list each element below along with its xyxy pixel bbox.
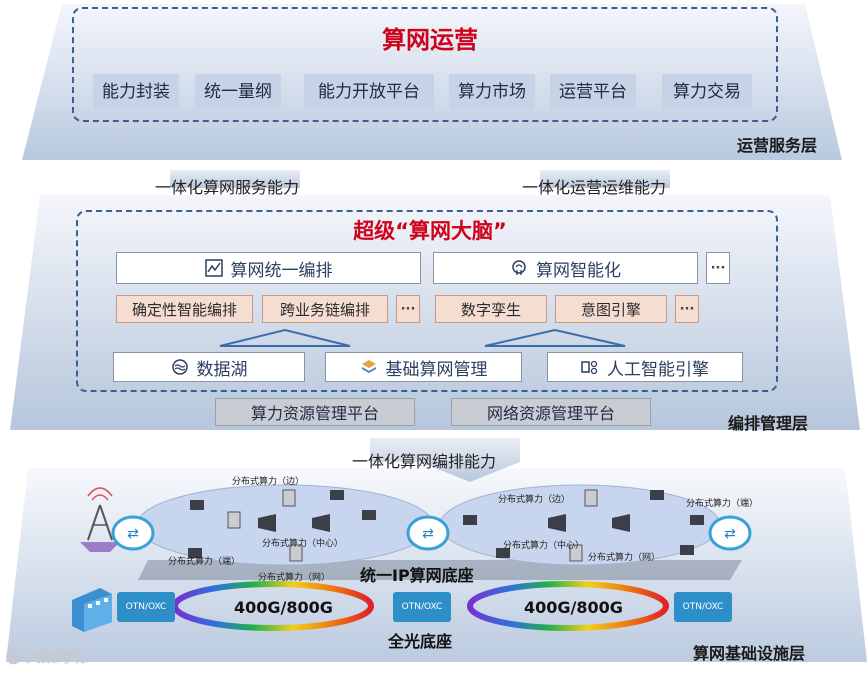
- label-edge-left: 分布式算力（边）: [232, 477, 305, 487]
- more-box-right: ···: [675, 295, 699, 323]
- svg-text:⇄: ⇄: [724, 526, 736, 542]
- brain-icon: [512, 260, 526, 275]
- intent-engine: 意图引擎: [555, 295, 667, 323]
- ops-item-ops-platform: 运营平台: [550, 74, 636, 110]
- brain-layer-label: 编排管理层: [728, 414, 809, 433]
- ops-title: 算网运营: [382, 26, 478, 54]
- infra-layer-label: 算网基础设施层: [693, 644, 806, 663]
- basic-management-label: 基础算网管理: [385, 359, 488, 380]
- otn-node-right: OTN/OXC: [674, 592, 732, 622]
- orchestration-label: 算网统一编排: [230, 260, 333, 281]
- ai-engine-label: 人工智能引擎: [607, 359, 709, 380]
- digital-twin: 数字孪生: [435, 295, 547, 323]
- ops-item-compute-market: 算力市场: [449, 74, 535, 110]
- chart-icon: [204, 259, 223, 277]
- otn-node-left: OTN/OXC: [117, 592, 175, 622]
- data-lake-icon: [171, 359, 188, 375]
- otn-node-center: OTN/OXC: [393, 592, 451, 622]
- label-edge-right: 分布式算力（边）: [498, 495, 571, 505]
- connector-arrow-right: [540, 170, 670, 188]
- orchestration-box: 算网统一编排: [116, 252, 421, 284]
- optical-base-label: 全光底座: [388, 632, 453, 651]
- router-icon-center: ⇄: [406, 515, 450, 551]
- label-net-right: 分布式算力（网）: [588, 553, 661, 563]
- more-box-left: ···: [396, 295, 420, 323]
- connector-arrow-mid: [370, 438, 520, 482]
- optical-ring-right: [467, 581, 669, 631]
- label-center-left: 分布式算力（中心）: [262, 539, 344, 549]
- ops-frame: [72, 7, 778, 122]
- ops-item-capability-packaging: 能力封装: [93, 74, 179, 110]
- label-end-right: 分布式算力（端）: [686, 499, 759, 509]
- antenna-tower-icon: [80, 487, 120, 552]
- intelligence-label: 算网智能化: [536, 260, 621, 281]
- ring-label-left: 400G/800G: [234, 598, 333, 617]
- cross-business-orchestration: 跨业务链编排: [262, 295, 388, 323]
- ops-item-unified-metric: 统一量纲: [195, 74, 281, 110]
- svg-text:⇄: ⇄: [422, 526, 434, 542]
- deterministic-orchestration: 确定性智能编排: [116, 295, 253, 323]
- label-end-left: 分布式算力（端）: [168, 557, 241, 567]
- more-box-top: ···: [706, 252, 730, 284]
- ip-base-label: 统一IP算网底座: [360, 566, 474, 585]
- ring-label-right: 400G/800G: [524, 598, 623, 617]
- ops-layer-label: 运营服务层: [737, 136, 818, 155]
- compute-resource-platform: 算力资源管理平台: [215, 398, 415, 426]
- label-net-left: 分布式算力（网）: [258, 573, 331, 583]
- device-icons: [188, 489, 704, 562]
- triangle-right: [484, 328, 626, 347]
- optical-ring-left: [172, 581, 374, 631]
- ops-item-open-platform: 能力开放平台: [304, 74, 434, 110]
- router-icon-right: ⇄: [708, 515, 752, 551]
- connector-orchestration-capability: 一体化算网编排能力: [352, 452, 497, 471]
- connector-arrow-left: [170, 170, 300, 188]
- ai-engine-icon: [581, 360, 598, 375]
- brain-frame: [76, 210, 778, 392]
- connector-service-capability: 一体化算网服务能力: [155, 178, 300, 197]
- brain-title: 超级“算网大脑”: [353, 219, 507, 243]
- data-lake-label: 数据湖: [196, 359, 248, 380]
- ai-engine-box: 人工智能引擎: [547, 352, 743, 382]
- watermark: ㉿ 大数跨境: [6, 646, 86, 667]
- triangle-left: [219, 328, 351, 347]
- ops-item-compute-trading: 算力交易: [662, 74, 752, 110]
- datacenter-icon: [72, 588, 112, 632]
- connector-ops-capability: 一体化运营运维能力: [522, 178, 667, 197]
- svg-text:⇄: ⇄: [127, 526, 139, 542]
- watermark-logo-icon: ㉿: [6, 648, 22, 666]
- basic-management-box: 基础算网管理: [325, 352, 522, 382]
- router-icon-left: ⇄: [111, 515, 155, 551]
- intelligence-box: 算网智能化: [433, 252, 698, 284]
- data-lake-box: 数据湖: [113, 352, 305, 382]
- watermark-text: 大数跨境: [25, 648, 86, 666]
- layers-icon: [361, 360, 376, 373]
- label-center-right: 分布式算力（中心）: [503, 541, 585, 551]
- network-resource-platform: 网络资源管理平台: [451, 398, 651, 426]
